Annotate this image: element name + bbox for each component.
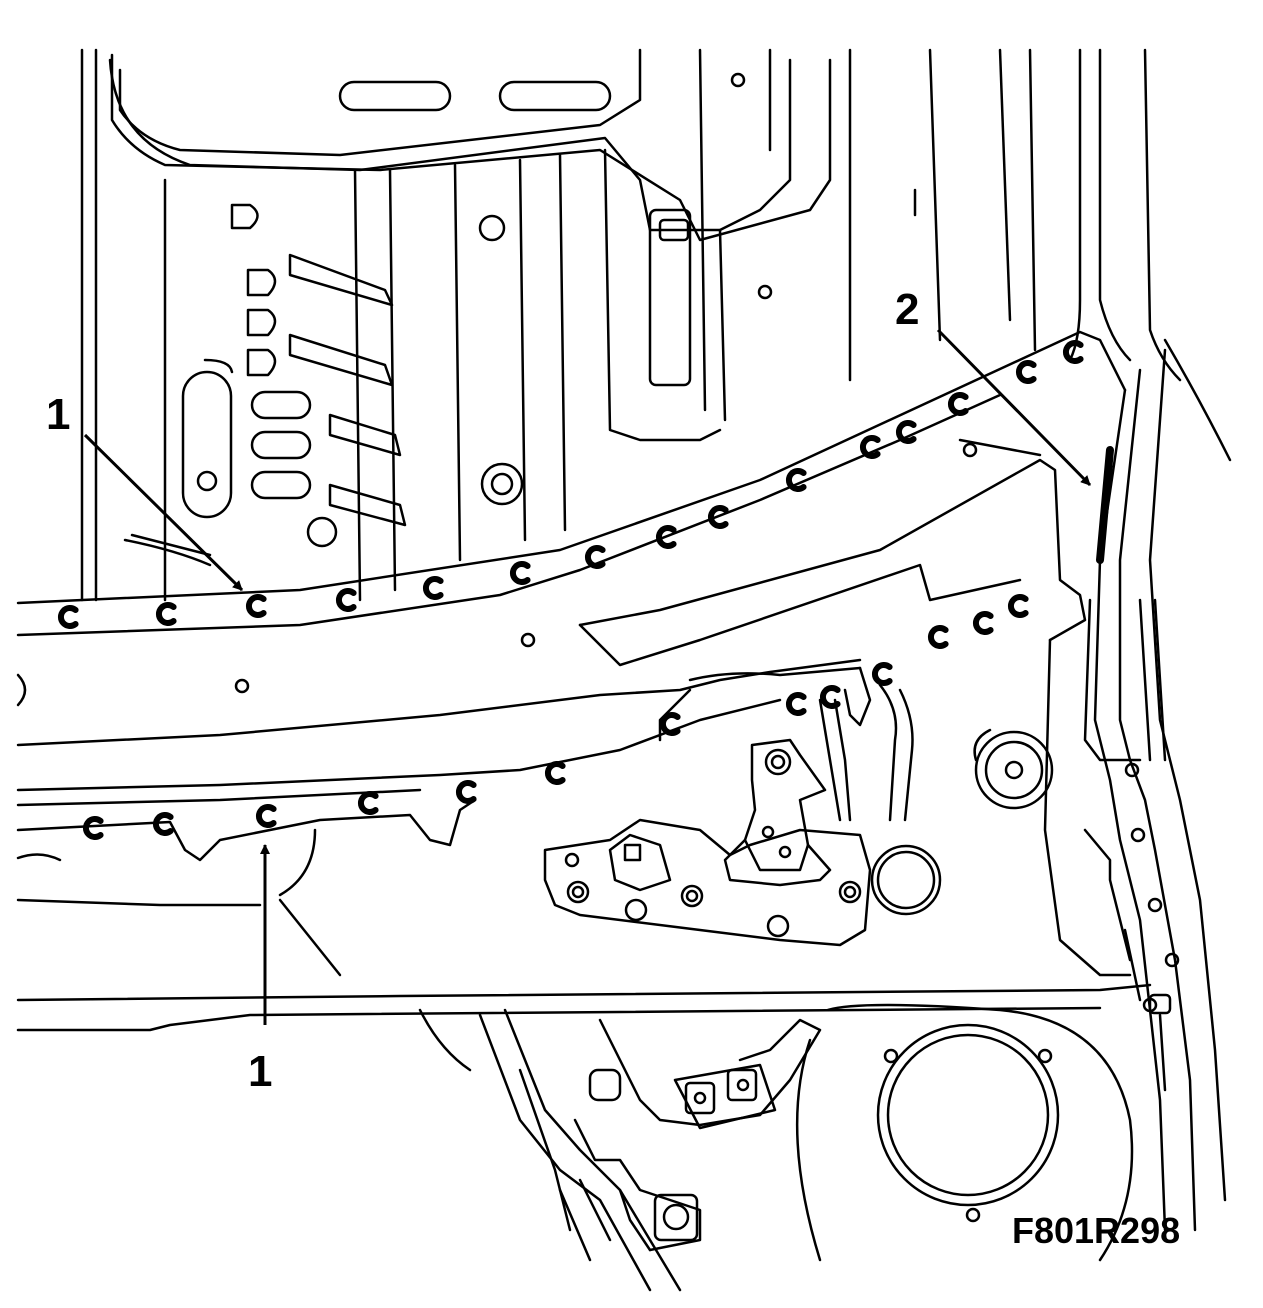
leader-lines [83, 328, 1092, 1025]
rivet-mark [156, 602, 177, 626]
rivet-mark [973, 611, 994, 635]
bracket-plate [543, 818, 942, 947]
rivet-mark [423, 576, 444, 600]
rivet-mark [820, 685, 841, 709]
rivet-mark [58, 605, 79, 629]
rivet-mark [153, 812, 174, 836]
lower-wheelhouse [418, 1003, 1134, 1292]
callout-label-2: 2 [895, 285, 920, 334]
rivet-mark [660, 712, 681, 736]
rivet-mark [256, 804, 277, 828]
rivet-mark [786, 468, 807, 492]
rivet-mark [246, 594, 267, 618]
rivet-mark [545, 761, 566, 785]
callout-arrow-2 [936, 328, 1092, 487]
rivet-mark [358, 791, 379, 815]
rivet-mark [1008, 594, 1029, 618]
rivet-mark [786, 692, 807, 716]
rivet-mark [872, 662, 893, 686]
rivet-mark [928, 625, 949, 649]
rivet-mark [336, 588, 357, 612]
rivet-mark [510, 561, 531, 585]
rivet-mark [896, 420, 917, 444]
rivet-points [58, 340, 1084, 840]
a-pillar [1043, 348, 1227, 1232]
callout-label-1-lower: 1 [248, 1047, 273, 1096]
rivet-mark [656, 525, 677, 549]
rivet-mark [860, 435, 881, 459]
wheelhouse-reinforcement [578, 438, 1087, 822]
figure-code: F801R298 [1012, 1210, 1181, 1251]
rivet-mark [585, 545, 606, 569]
rivet-mark [83, 816, 104, 840]
callout-label-1-upper: 1 [46, 390, 71, 439]
rivet-mark [1063, 340, 1084, 364]
callout-arrow-1-upper [83, 433, 244, 592]
upper-inner-panel [80, 48, 1232, 602]
rivet-mark [948, 392, 969, 416]
rivet-mark [708, 505, 729, 529]
lower-side-member [16, 798, 1152, 1032]
round-mount [973, 728, 1054, 810]
rivet-mark [456, 780, 477, 804]
rivet-mark [1016, 360, 1037, 384]
hinge-bracket [723, 738, 832, 887]
